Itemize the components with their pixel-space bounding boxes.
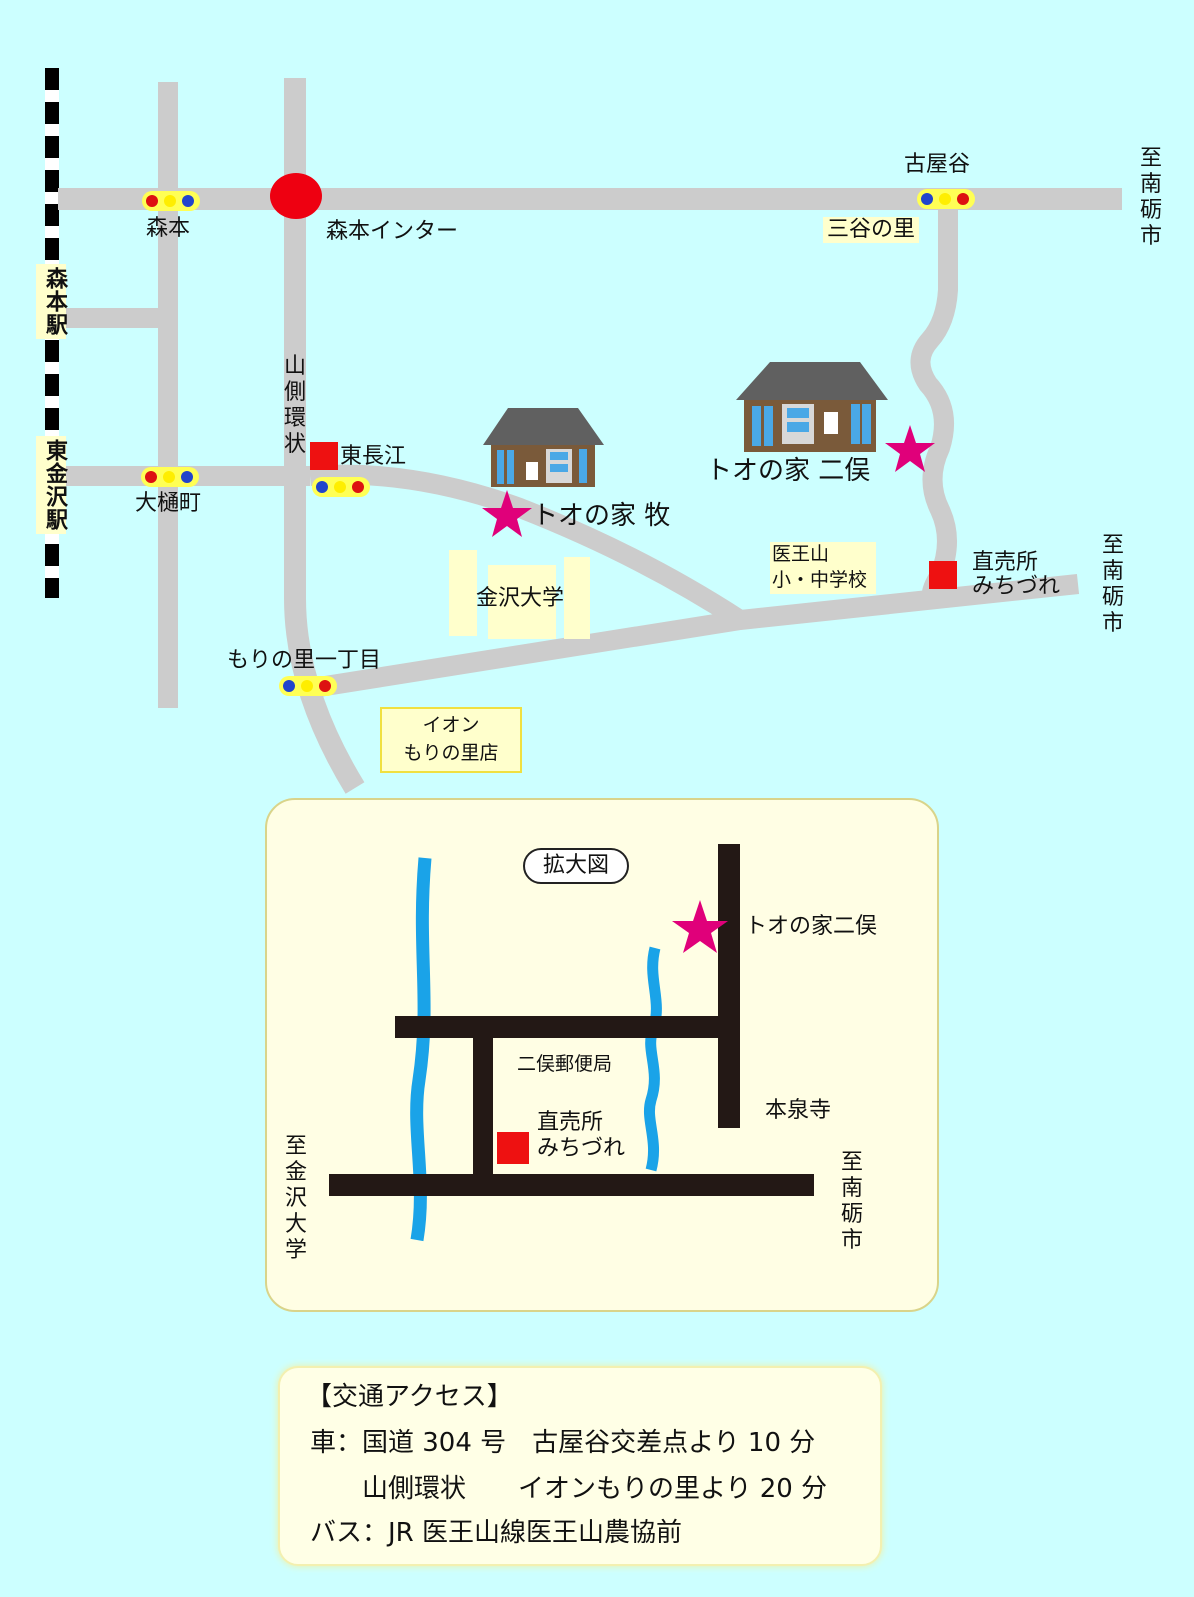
toono-ie-futamata-label: トオの家 二俣 xyxy=(706,456,871,486)
inset-toono-futamata-label: トオの家二俣 xyxy=(745,914,878,939)
iouzan-school-box: 医王山 小・中学校 xyxy=(770,542,876,594)
mitani-no-sato-label: 三谷の里 xyxy=(823,217,920,243)
to-nanto-city-label-top: 至南砺市 xyxy=(1139,146,1162,249)
traffic-signal-higashinagae xyxy=(312,477,370,497)
inset-map-drawing xyxy=(329,844,814,1242)
chokubai-label-2: みちづれ xyxy=(972,574,1061,599)
inset-chokubai-marker xyxy=(497,1132,529,1164)
main-map xyxy=(45,68,1122,794)
road-koyadani-south xyxy=(910,200,958,601)
iouzan-school-label-2: 小・中学校 xyxy=(772,569,868,591)
morimoto-interchange-label: 森本インター xyxy=(326,219,459,244)
road-morinosato xyxy=(298,574,1080,700)
access-info-box: 【交通アクセス】 車：国道 304 号 古屋谷交差点より 10 分 山側環状 イ… xyxy=(278,1366,882,1566)
to-nanto-city-label-mid: 至南砺市 xyxy=(1101,533,1124,636)
toono-ie-maki-label: トオの家 牧 xyxy=(532,501,671,531)
higashinagae-marker xyxy=(310,442,338,470)
chokubai-label-1: 直売所 xyxy=(972,550,1039,575)
traffic-signal-oohimachi xyxy=(141,467,199,487)
access-bus-line: バス：JR 医王山線医王山農協前 xyxy=(310,1518,682,1548)
aeon-morinosato-box: イオン もりの里店 xyxy=(380,707,522,773)
inset-post-office-label: 二俣郵便局 xyxy=(517,1053,613,1075)
oohimachi-label: 大樋町 xyxy=(135,491,202,516)
toono-ie-maki-star xyxy=(482,490,532,537)
koyadani-label: 古屋谷 xyxy=(904,152,971,177)
traffic-signal-koyadani xyxy=(917,189,975,209)
aeon-label-1: イオン xyxy=(422,714,480,736)
chokubai-michizure-marker xyxy=(929,561,957,589)
higashi-kanazawa-station-label: 東金沢駅 xyxy=(36,436,67,534)
morimoto-interchange-marker xyxy=(270,173,322,219)
inset-title-badge: 拡大図 xyxy=(523,848,630,884)
yamagawa-ring-road-label: 山側環状 xyxy=(283,354,306,457)
access-car-line-2: 山側環状 イオンもりの里より 20 分 xyxy=(310,1474,828,1504)
toono-ie-maki-house-icon xyxy=(483,408,604,487)
access-car-line-1: 車：国道 304 号 古屋谷交差点より 10 分 xyxy=(310,1428,816,1458)
higashinagae-label: 東長江 xyxy=(340,444,407,469)
inset-honsenji-label: 本泉寺 xyxy=(765,1098,832,1123)
morinosato-1chome-label: もりの里一丁目 xyxy=(227,648,382,673)
river-right xyxy=(644,946,662,1172)
kanazawa-university-label: 金沢大学 xyxy=(476,586,565,611)
iouzan-school-label-1: 医王山 xyxy=(772,543,830,565)
inset-toono-futamata-star xyxy=(672,900,728,953)
traffic-signal-morinosato xyxy=(279,676,337,696)
toono-ie-futamata-house-icon xyxy=(736,362,888,452)
inset-chokubai-label-1: 直売所 xyxy=(537,1110,604,1135)
inset-detail-map: 拡大図 トオの家二俣 二俣郵便局 本泉寺 直売所 みちづれ 至金沢大学 至南砺市 xyxy=(265,798,939,1312)
morimoto-station-label: 森本駅 xyxy=(36,264,67,339)
inset-to-kanazawa-univ-label: 至金沢大学 xyxy=(284,1134,307,1263)
toono-ie-futamata-star xyxy=(885,425,935,472)
inset-chokubai-label-2: みちづれ xyxy=(537,1136,626,1161)
traffic-signal-morimoto xyxy=(142,191,200,211)
inset-to-nanto-label: 至南砺市 xyxy=(840,1150,863,1253)
kanazawa-university-buildings xyxy=(449,550,590,639)
access-title: 【交通アクセス】 xyxy=(306,1382,513,1412)
aeon-label-2: もりの里店 xyxy=(403,742,499,764)
morimoto-label: 森本 xyxy=(146,216,191,241)
